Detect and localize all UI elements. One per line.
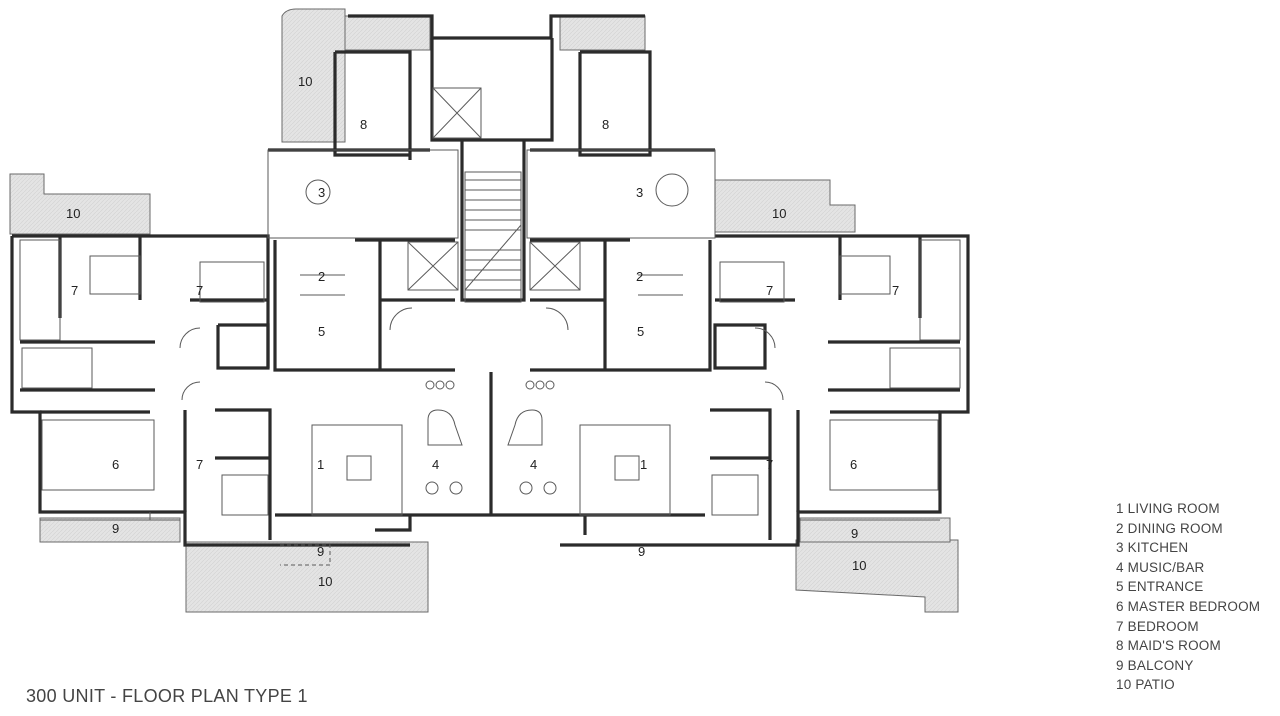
label-bedroom-left-a: 7 (71, 283, 78, 298)
terrace-top-left-small (344, 15, 431, 51)
label-balcony-right-b: 9 (851, 526, 858, 541)
balcony-right-b (799, 517, 951, 543)
legend-item: 2 DINING ROOM (1116, 520, 1223, 536)
legend-item: 3 KITCHEN (1116, 540, 1189, 556)
legend-item: 10 PATIO (1116, 677, 1175, 693)
label-music-right: 4 (530, 457, 537, 472)
label-entrance-left: 5 (318, 324, 325, 339)
left-mid-walls (20, 388, 272, 540)
label-music-left: 4 (432, 457, 439, 472)
label-bedroom-left-c: 7 (196, 457, 203, 472)
label-kitchen-right: 3 (636, 185, 643, 200)
living-bottom-left (275, 513, 470, 532)
plan-title: 300 UNIT - FLOOR PLAN TYPE 1 (26, 686, 308, 706)
core-top-wall (348, 14, 645, 40)
right-central (530, 240, 712, 372)
patio-areas (9, 8, 959, 613)
label-patio-bottom-right: 10 (852, 558, 866, 573)
label-master-left: 6 (112, 457, 119, 472)
room-legend: 1 LIVING ROOM 2 DINING ROOM 3 KITCHEN 4 … (1116, 499, 1260, 695)
living-bottom-right (512, 513, 705, 535)
patio-bottom-right (795, 539, 959, 613)
right-wing-shell (560, 234, 970, 547)
legend-item: 6 MASTER BEDROOM (1116, 598, 1261, 614)
label-maid-left: 8 (360, 117, 367, 132)
patio-bottom-left (185, 541, 429, 613)
stair-core (460, 140, 526, 302)
legend-item: 9 BALCONY (1116, 657, 1194, 673)
core-shaft (430, 38, 554, 142)
legend-item: 1 LIVING ROOM (1116, 501, 1220, 516)
maid-right-walls (578, 50, 652, 157)
label-dining-right: 2 (636, 269, 643, 284)
legend-item: 7 BEDROOM (1116, 618, 1199, 634)
label-balcony-right-a: 9 (638, 544, 645, 559)
room-labels: 10 8 8 3 3 10 10 2 2 7 7 7 7 5 5 6 7 1 4… (66, 74, 899, 589)
patio-top-left (281, 8, 346, 143)
label-bedroom-right-c: 7 (766, 457, 773, 472)
label-patio-top-left: 10 (298, 74, 312, 89)
label-master-right: 6 (850, 457, 857, 472)
label-patio-bottom-left: 10 (318, 574, 332, 589)
label-bedroom-left-b: 7 (196, 283, 203, 298)
label-bedroom-right-b: 7 (892, 283, 899, 298)
label-dining-left: 2 (318, 269, 325, 284)
label-bedroom-right-a: 7 (766, 283, 773, 298)
kitchen-left-wall (268, 148, 455, 242)
patio-left (9, 173, 151, 235)
label-balcony-left-b: 9 (317, 544, 324, 559)
legend-item: 4 MUSIC/BAR (1116, 559, 1205, 575)
right-mid-walls (710, 388, 960, 540)
interior-lines (19, 87, 961, 566)
label-patio-right: 10 (772, 206, 786, 221)
label-living-left: 1 (317, 457, 324, 472)
label-entrance-right: 5 (637, 324, 644, 339)
label-balcony-left-a: 9 (112, 521, 119, 536)
balcony-left-a (39, 517, 181, 543)
left-central (273, 240, 455, 372)
legend-item: 5 ENTRANCE (1116, 579, 1204, 595)
label-patio-left: 10 (66, 206, 80, 221)
terrace-top-right-small (559, 15, 646, 51)
label-living-right: 1 (640, 457, 647, 472)
legend-item: 8 MAID'S ROOM (1116, 638, 1221, 654)
maid-left-walls (333, 50, 412, 160)
label-maid-right: 8 (602, 117, 609, 132)
label-kitchen-left: 3 (318, 185, 325, 200)
central-party-wall (470, 372, 512, 517)
